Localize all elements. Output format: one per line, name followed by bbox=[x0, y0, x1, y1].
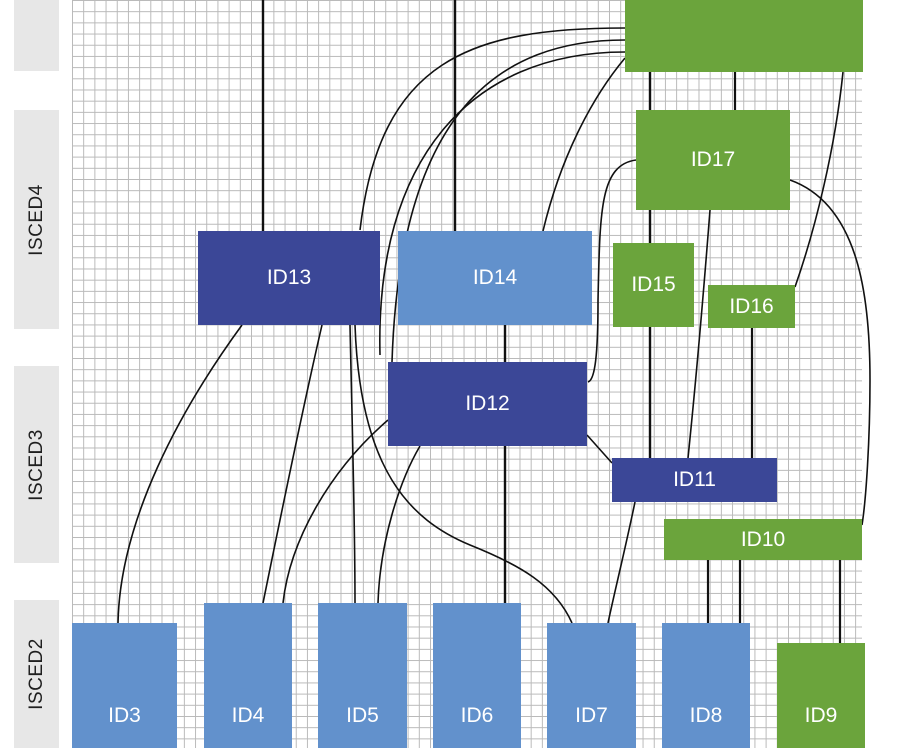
node-id12: ID12 bbox=[388, 362, 587, 446]
node-id8: ID8 bbox=[662, 623, 750, 748]
link-id13-id3 bbox=[117, 324, 243, 624]
node-id13: ID13 bbox=[198, 231, 380, 325]
node-id7: ID7 bbox=[547, 623, 636, 748]
node-id15-label: ID15 bbox=[631, 273, 676, 296]
level-band-top bbox=[14, 0, 59, 71]
node-id17: ID17 bbox=[636, 110, 790, 210]
node-id14: ID14 bbox=[398, 231, 592, 325]
node-id9: ID9 bbox=[777, 643, 865, 748]
level-band-isced3: ISCED3 bbox=[14, 366, 59, 563]
node-id16: ID16 bbox=[708, 285, 795, 328]
level-band-isced2: ISCED2 bbox=[14, 600, 59, 748]
node-id13-label: ID13 bbox=[266, 266, 312, 289]
node-id4-label: ID4 bbox=[231, 704, 265, 727]
node-id5-label: ID5 bbox=[346, 704, 379, 727]
link-id17-id11 bbox=[687, 209, 711, 459]
level-band-isced4: ISCED4 bbox=[14, 110, 59, 329]
link-id13-id7 bbox=[354, 324, 573, 624]
link-id17-id10 bbox=[789, 179, 871, 526]
node-id11: ID11 bbox=[612, 458, 777, 502]
link-id11-id7 bbox=[607, 501, 636, 624]
link-top-id14 bbox=[542, 57, 626, 232]
node-id10: ID10 bbox=[664, 519, 862, 560]
link-top-id13 bbox=[359, 27, 626, 231]
node-id8-label: ID8 bbox=[689, 704, 723, 727]
node-id3: ID3 bbox=[72, 623, 177, 748]
node-id5: ID5 bbox=[318, 603, 407, 748]
node-id4: ID4 bbox=[204, 603, 292, 748]
node-id6-label: ID6 bbox=[460, 704, 494, 727]
link-id12-id11 bbox=[586, 434, 613, 464]
link-id13-id4 bbox=[262, 324, 323, 604]
node-id11-label: ID11 bbox=[673, 468, 716, 491]
node-id10-label: ID10 bbox=[740, 527, 786, 551]
node-id15: ID15 bbox=[613, 243, 694, 327]
node-id6: ID6 bbox=[433, 603, 521, 748]
node-id12-label: ID12 bbox=[465, 392, 510, 415]
link-id12-id5 bbox=[377, 445, 421, 604]
link-id12-id4 bbox=[282, 419, 389, 604]
link-id13-id5a bbox=[349, 324, 356, 604]
node-id14-label: ID14 bbox=[472, 266, 518, 289]
node-id7-label: ID7 bbox=[575, 704, 608, 727]
link-top-id12b bbox=[379, 51, 626, 356]
node-id16-label: ID16 bbox=[729, 294, 774, 318]
node-id9-label: ID9 bbox=[804, 704, 838, 727]
node-id17-label: ID17 bbox=[690, 148, 736, 171]
link-top-id16 bbox=[794, 71, 844, 288]
node-id3-label: ID3 bbox=[108, 704, 141, 727]
node-top-green bbox=[625, 0, 863, 72]
link-id17-id12 bbox=[587, 159, 637, 383]
